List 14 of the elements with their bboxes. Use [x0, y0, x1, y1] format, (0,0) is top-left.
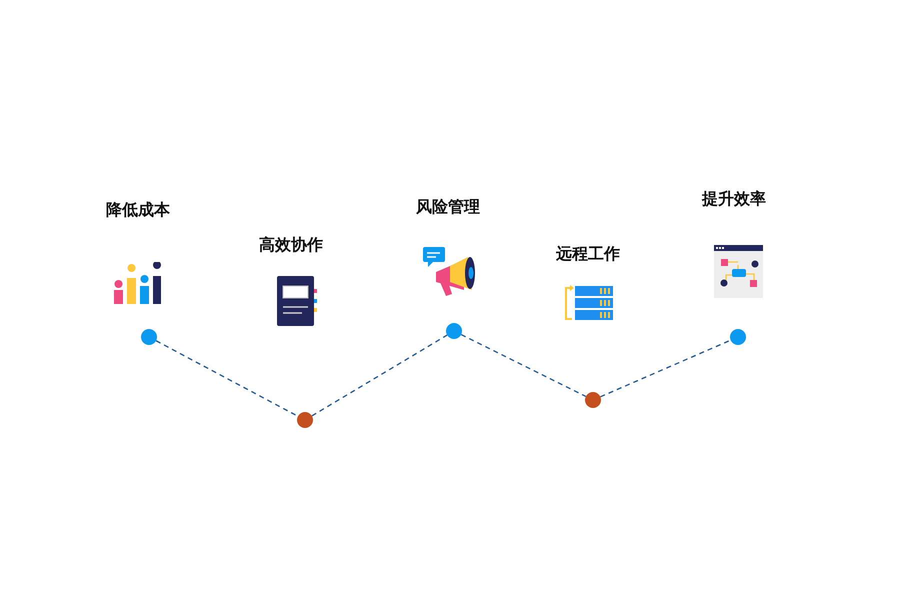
- timeline-dot: [730, 329, 746, 345]
- item-heading: 风险管理: [416, 197, 480, 218]
- timeline-dot: [585, 392, 601, 408]
- dashed-connector: [600, 340, 731, 398]
- item-heading: 降低成本: [106, 200, 170, 221]
- timeline-dot: [297, 412, 313, 428]
- item-heading: 高效协作: [259, 235, 323, 256]
- dashed-connector: [312, 334, 448, 416]
- timeline-dot: [446, 323, 462, 339]
- item-heading: 提升效率: [702, 189, 766, 210]
- dashed-connector: [156, 340, 298, 417]
- timeline-dot: [141, 329, 157, 345]
- item-heading: 远程工作: [556, 244, 620, 265]
- dashed-connector: [460, 334, 586, 398]
